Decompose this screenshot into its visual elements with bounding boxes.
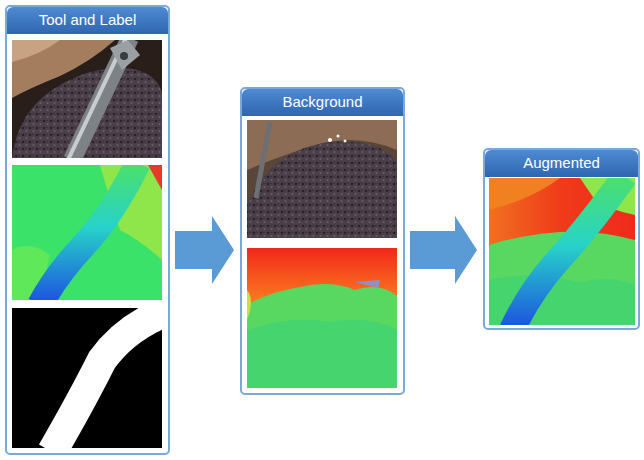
block-arrow xyxy=(175,216,234,284)
background-depth-map xyxy=(355,280,380,288)
background-photo xyxy=(344,140,347,143)
tool-depth-map xyxy=(148,165,162,190)
panel-header: Background xyxy=(242,89,403,116)
background-depth-map xyxy=(247,248,397,388)
background-photo xyxy=(247,141,397,238)
background-depth-map xyxy=(247,320,397,388)
augmented-depth-map xyxy=(489,178,560,210)
tool-depth-map xyxy=(40,165,138,300)
augmented-depth-map xyxy=(489,178,635,325)
tool-photo xyxy=(110,40,140,70)
block-arrow xyxy=(410,216,477,284)
tool-photo xyxy=(120,52,128,60)
image-panel: Tool and Label xyxy=(5,5,170,455)
background-photo xyxy=(328,138,332,142)
panel-header: Augmented xyxy=(485,150,638,177)
tool-photo xyxy=(72,40,130,158)
tool-mask xyxy=(52,312,162,448)
background-photo xyxy=(337,135,340,138)
tool-depth-map xyxy=(12,165,162,300)
background-photo xyxy=(256,122,270,198)
image-panel: Augmented xyxy=(483,148,640,330)
tool-mask xyxy=(12,308,162,448)
background-photo xyxy=(247,120,397,238)
tool-photo xyxy=(12,40,60,62)
panel-title: Augmented xyxy=(523,154,600,171)
image-panel: Background xyxy=(240,87,405,395)
panel-header: Tool and Label xyxy=(7,7,168,34)
background-photo xyxy=(247,120,397,238)
background-depth-map xyxy=(247,290,251,320)
augmented-depth-map xyxy=(512,178,625,325)
panel-title: Background xyxy=(282,93,362,110)
panel-title: Tool and Label xyxy=(39,11,137,28)
tool-photo xyxy=(12,40,162,158)
background-depth-map xyxy=(247,248,397,388)
background-depth-map xyxy=(247,284,397,388)
